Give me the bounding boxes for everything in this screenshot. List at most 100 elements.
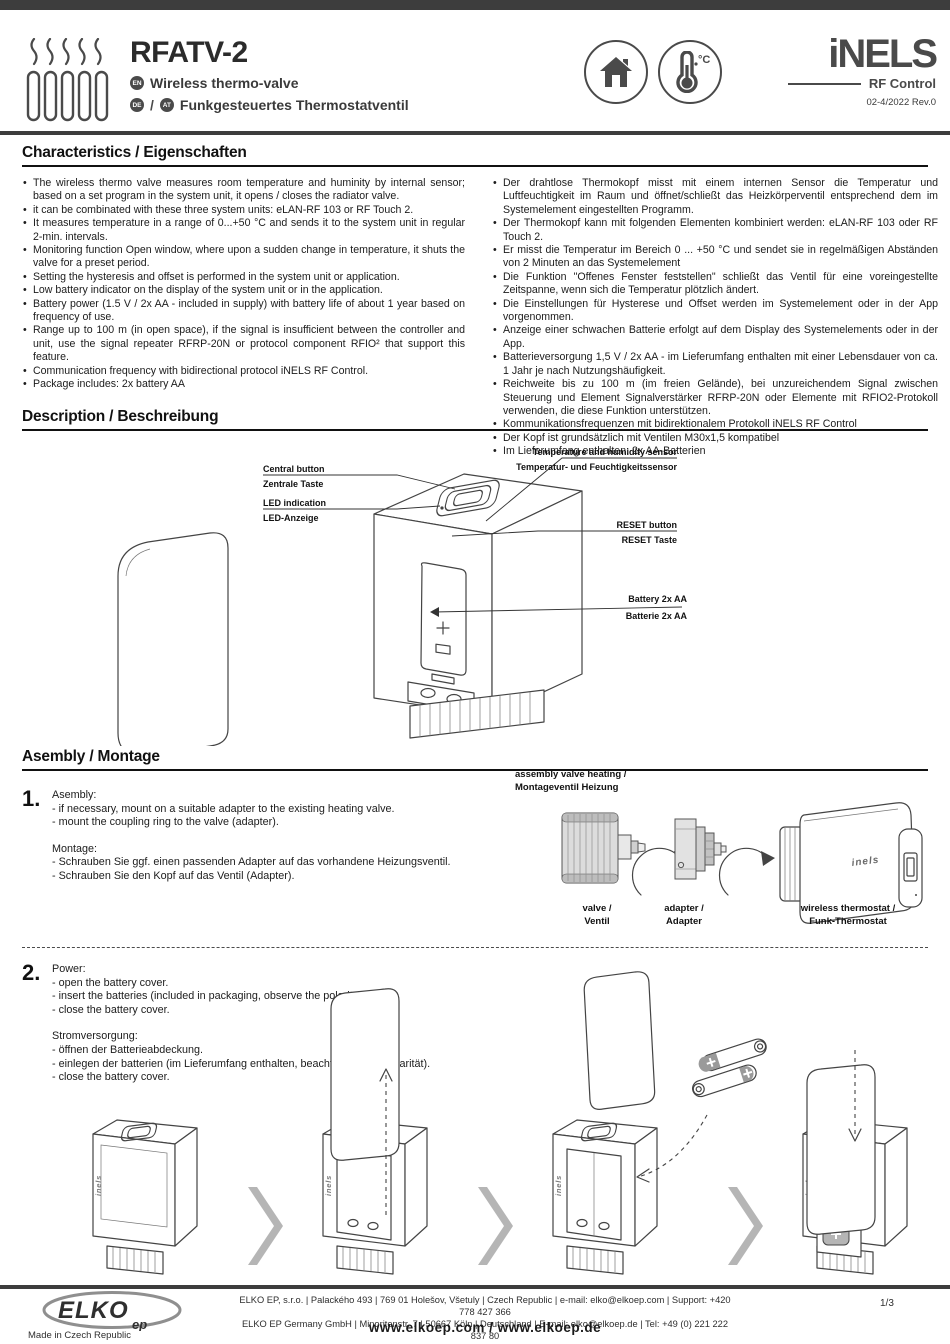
label-battery-de: Batterie 2x AA — [625, 611, 687, 621]
brand-rule — [788, 82, 861, 85]
footer-rule — [0, 1285, 950, 1289]
svg-text:°C: °C — [698, 54, 710, 66]
footer-address: ELKO EP, s.r.o. | Palackého 493 | 769 01… — [235, 1294, 735, 1342]
label-valve: valve /Ventil — [582, 903, 612, 927]
brand-subtitle: RF Control — [868, 76, 936, 91]
assembly-sequence-illustration: inels — [561, 802, 923, 924]
device-batteries-art — [552, 971, 767, 1275]
step2-number: 2. — [22, 960, 41, 985]
rotate-arrow-1 — [631, 847, 682, 896]
step-line: - Schrauben Sie ggf. einen passenden Ada… — [52, 856, 451, 869]
footer-websites: www.elkoep.com / www.elkoep.de — [368, 1320, 602, 1335]
label-adapter: adapter /Adapter — [664, 903, 704, 927]
bullet-item: Monitoring function Open window, where u… — [22, 244, 465, 271]
label-led-en: LED indication — [263, 498, 326, 508]
bullet-item: Anzeige einer schwachen Batterie erfolgt… — [492, 324, 938, 351]
bullet-item: Die Einstellungen für Hysterese und Offs… — [492, 298, 938, 325]
adapter-art — [674, 818, 727, 880]
lang-badge-en: EN — [130, 76, 144, 90]
step2-de-title: Stromversorgung: — [52, 1030, 138, 1043]
step1-number: 1. — [22, 786, 41, 811]
bullet-item: Package includes: 2x battery AA — [22, 378, 465, 392]
label-thermostat: wireless thermostat /Funk-Thermostat — [800, 903, 896, 927]
description-heading: Description / Beschreibung — [22, 408, 928, 431]
battery-art — [692, 1064, 757, 1098]
device-cover-open-art — [322, 988, 428, 1275]
step1-de-lines: - Schrauben Sie ggf. einen passenden Ada… — [52, 856, 482, 883]
svg-text:ELKO: ELKO — [58, 1297, 129, 1324]
label-sensor-en: Temperature and humidity sensor — [532, 447, 677, 457]
leader-lines — [263, 457, 683, 617]
bullet-item: Battery power (1.5 V / 2x AA - included … — [22, 298, 465, 325]
bullet-item: It measures temperature in a range of 0.… — [22, 217, 465, 244]
subtitle-en: Wireless thermo-valve — [150, 75, 299, 91]
label-central-button-de: Zentrale Taste — [263, 479, 324, 489]
battery-insertion-sequence-illustration: inels — [92, 971, 908, 1275]
bullet-item: Kommunikationsfrequenzen mit bidirektion… — [492, 418, 938, 432]
rotate-arrow-2 — [718, 847, 769, 896]
svg-text:ep: ep — [132, 1317, 147, 1331]
battery-art — [698, 1038, 767, 1072]
bullet-item: Im Lieferumfang enthalten: 2x AA-Batteri… — [492, 445, 938, 459]
bullet-item: Setting the hysteresis and offset is per… — [22, 271, 465, 285]
made-in-label: Made in Czech Republic — [28, 1330, 131, 1341]
bullet-item: Batterieversorgung 1,5 V / 2x AA - im Li… — [492, 351, 938, 378]
inels-logo: iNELS — [828, 32, 938, 76]
label-central-button-en: Central button — [263, 464, 325, 474]
assembly-caption-line2: Montageventil Heizung — [515, 782, 619, 793]
arrow-up — [379, 1068, 393, 1082]
device-cover-closing-art — [802, 1050, 908, 1275]
step-line: - close the battery cover. — [52, 1071, 170, 1084]
bullet-item: Er misst die Temperatur im Bereich 0 ...… — [492, 244, 938, 271]
thermostat-art: inels — [779, 802, 923, 924]
page-number: 1/3 — [880, 1298, 894, 1309]
step-line: - open the battery cover. — [52, 976, 169, 989]
bullet-item: Low battery indicator on the display of … — [22, 284, 465, 298]
step1-en-lines: - if necessary, mount on a suitable adap… — [52, 803, 482, 830]
device-closed-art — [92, 1119, 198, 1275]
house-icon — [584, 40, 648, 104]
step-line: - mount the coupling ring to the valve (… — [52, 816, 279, 829]
label-battery-en: Battery 2x AA — [628, 594, 687, 604]
label-led-de: LED-Anzeige — [263, 513, 319, 523]
step1-text: Asembly: - if necessary, mount on a suit… — [52, 789, 482, 884]
lang-badge-at: AT — [159, 98, 174, 112]
bullet-item: Reichweite bis zu 100 m (im freien Gelän… — [492, 378, 938, 418]
arrow-down — [848, 1128, 862, 1142]
valve-art — [561, 812, 646, 884]
bullet-item: Range up to 100 m (in open space), if th… — [22, 324, 465, 364]
step2-en-title: Power: — [52, 963, 86, 975]
step-line: - close the battery cover. — [52, 1003, 170, 1016]
step2-en-lines: - open the battery cover.- insert the ba… — [52, 977, 512, 1018]
step1-de-title: Montage: — [52, 842, 98, 855]
brand-block: iNELS RF Control 02-4/2022 Rev.0 — [788, 32, 938, 108]
device-body-art — [373, 473, 583, 739]
led-dot — [440, 506, 444, 510]
step-line: - Schrauben Sie den Kopf auf das Ventil … — [52, 869, 295, 882]
step-line: - öffnen der Batterieabdeckung. — [52, 1043, 204, 1056]
arrow-into-compartment — [636, 1168, 650, 1183]
step-line: - if necessary, mount on a suitable adap… — [52, 802, 395, 815]
subtitle-en-row: EN Wireless thermo-valve — [130, 75, 299, 91]
top-accent-bar — [0, 0, 950, 10]
characteristics-de-list: Der drahtlose Thermokopf misst mit einem… — [492, 177, 938, 459]
subtitle-de-row: DE / AT Funkgesteuertes Thermostatventil — [130, 97, 409, 113]
bullet-item: Der Thermokopf kann mit folgenden Elemen… — [492, 217, 938, 244]
step-line: - insert the batteries (included in pack… — [52, 990, 365, 1003]
badge-separator: / — [150, 97, 154, 113]
footer-address-line2: ELKO EP Germany GmbH | Minoritenstr. 7 |… — [241, 1319, 728, 1341]
lang-badge-de: DE — [130, 98, 144, 112]
sequence-arrow-1 — [248, 1187, 283, 1265]
bullet-item: The wireless thermo valve measures room … — [22, 177, 465, 204]
bullet-item: it can be combinated with these three sy… — [22, 204, 465, 218]
elko-ep-logo: ELKO ep — [42, 1291, 182, 1331]
characteristics-heading: Characteristics / Eigenschaften — [22, 144, 928, 167]
subtitle-de: Funkgesteuertes Thermostatventil — [179, 97, 409, 113]
product-title: RFATV-2 — [130, 36, 248, 69]
assembly-heading: Asembly / Montage — [22, 748, 928, 771]
characteristics-en-list: The wireless thermo valve measures room … — [22, 177, 465, 392]
sequence-arrow-3 — [728, 1187, 763, 1265]
device-description-illustration — [117, 457, 683, 746]
battery-cover-art — [117, 532, 229, 746]
